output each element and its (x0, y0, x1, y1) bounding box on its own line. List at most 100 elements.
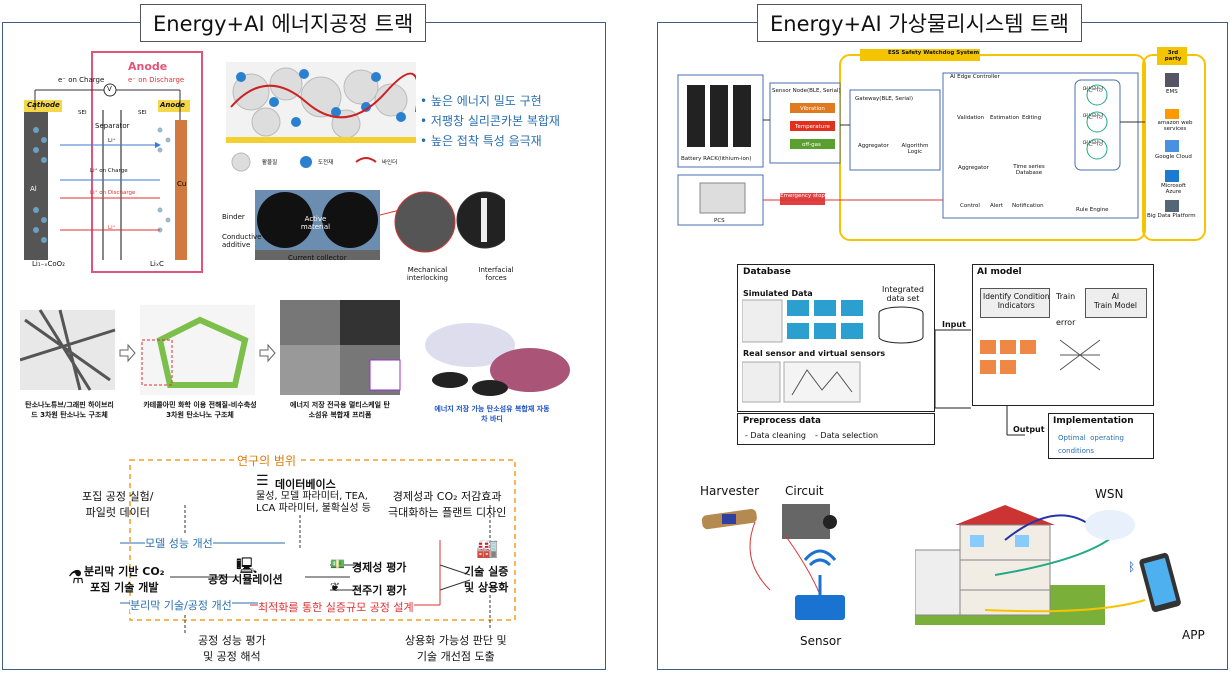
editing-label: Editing (1022, 115, 1042, 121)
process-images (20, 300, 570, 396)
simulation-label: 공정 시뮬레이션 (208, 573, 283, 586)
database-label: 데이터베이스 (275, 478, 336, 491)
membrane-improve-label: 분리막 기술/공정 개선 (130, 597, 232, 613)
interfacial-label: Interfacial forces (478, 266, 514, 282)
money-icon: 💵 (330, 557, 345, 571)
ess-watchdog-diagram (677, 47, 1206, 241)
identify-label: Identify Condition Indicators (983, 292, 1050, 310)
real-sensors-label: Real sensor and virtual sensors (743, 349, 886, 358)
sei-left-label: SEI (78, 110, 87, 116)
real-sensor-image (742, 361, 861, 403)
economy-design-label: 경제성과 CO₂ 저감효과 극대화하는 플랜트 디자인 (388, 490, 507, 519)
ess-system-label: ESS Safety Watchdog System (888, 50, 980, 56)
pcs-label: PCS (714, 218, 725, 224)
train-label: Train (1056, 292, 1076, 301)
preprocess-title: Preprocess data (743, 416, 821, 426)
tech-dev-label: 분리막 기반 CO₂ 포집 기술 개발 (84, 565, 165, 594)
implementation-title: Implementation (1053, 416, 1134, 426)
third-party-label: 3rd party (1164, 50, 1182, 62)
aggregator2-label: Aggregator (958, 165, 989, 171)
cathode-label: Cathode (27, 101, 60, 109)
lixc-label: LiₓC (150, 260, 164, 268)
feasibility-label: 상용화 가능성 판단 및 기술 개선점 도출 (405, 634, 507, 663)
ai-model-box (972, 264, 1154, 406)
e-charge-label: e⁻ on Charge (58, 76, 105, 84)
lca-eval-label: 전주기 평가 (352, 584, 407, 597)
pilot-data-label: 포집 공정 실험/ 파일럿 데이터 (82, 490, 154, 519)
app-label: APP (1182, 628, 1205, 642)
control-label: Control (960, 203, 980, 209)
cathode-particles (33, 127, 47, 243)
al-label: Al (30, 185, 37, 193)
commercial-label: 기술 실증 및 상용화 (464, 565, 509, 594)
step-3-label: 에너지 저장 전극용 멀티스케일 탄소섬유 복합재 프리폼 (290, 401, 390, 419)
carbon-fiber-preform-image (280, 300, 401, 395)
eco-eval-label: 경제성 평가 (352, 561, 407, 574)
step-1-label: 탄소나노튜브/그래핀 하이브리드 3차원 탄소나노 구조체 (25, 401, 114, 419)
cathode-plate (24, 110, 48, 260)
car-body-image (425, 323, 570, 396)
binder-label: Binder (222, 213, 245, 221)
sensor-node-label: Sensor Node(BLE, Serial) (772, 88, 841, 94)
li-bottom-label: Li⁺ (108, 225, 116, 231)
emergency-label: Emergency stop (780, 193, 825, 199)
output-label: Output (1013, 425, 1045, 434)
optimize-label: 최적화를 통한 실증규모 공정 설계 (258, 599, 414, 615)
estimation-label: Estimation (990, 115, 1020, 121)
mechanical-label: Mechanical interlocking (406, 266, 449, 282)
composite-bullet-1: • 높은 에너지 밀도 구현 (420, 94, 542, 108)
model-improve-label: 모델 성능 개선 (145, 535, 213, 551)
step-2-label: 카테콜아민 화학 이용 전해질-비수축성 3차원 탄소나노 구조체 (143, 401, 257, 419)
right-panel-title: Energy+AI 가상물리시스템 트랙 (757, 4, 1082, 42)
database-icon: ☰ (256, 473, 269, 489)
sensor-label: Sensor (800, 634, 842, 648)
leaf-icon: ❦ (330, 580, 341, 594)
error-label: error (1056, 318, 1076, 327)
e-discharge-label: e⁻ on Discharge (128, 76, 185, 84)
current-collector-label: Current collector (288, 254, 347, 262)
conductive-label: Conductive additive (222, 233, 262, 249)
li-discharge-label: Li⁺ on Discharge (90, 190, 136, 196)
separator-label: Separator (95, 122, 130, 130)
anode-label: Anode (160, 101, 185, 109)
battery-schematic (24, 51, 203, 273)
alert-label: Alert (990, 203, 1004, 209)
party-google: Google Cloud (1155, 154, 1192, 160)
vibration-label: Vibration (800, 106, 825, 112)
implementation-box (1048, 413, 1154, 459)
licoo2-label: Li₁₋ₓCoO₂ (32, 260, 65, 268)
ai-train-label: AI Train Model (1094, 292, 1137, 310)
temperature-label: Temperature (795, 124, 830, 130)
cleaning-label: - Data cleaning (745, 431, 806, 440)
preprocess-box (737, 413, 935, 445)
anode-plate (175, 120, 187, 260)
optimal-label: Optimal operating conditions (1058, 434, 1124, 455)
validation-label: Validation (957, 115, 985, 121)
database-detail: 물성, 모델 파라미터, TEA, LCA 파라미터, 불확실성 등 (256, 491, 371, 514)
scope-label: 연구의 범위 (234, 452, 300, 469)
composite-bullet-2: • 저팽창 실리콘카본 복합재 (420, 114, 560, 128)
performance-label: 공정 성능 평가 및 공정 해석 (198, 634, 266, 663)
algorithm-label: Algorithm Logic (901, 143, 929, 155)
harvester-label: Harvester (700, 484, 760, 498)
ai-train-box (1085, 288, 1147, 318)
gateway-label: Gateway(BLE, Serial) (855, 96, 913, 102)
composite-bullet-3: • 높은 접착 특성 음극재 (420, 134, 542, 148)
party-azure: Microsoft Azure (1160, 183, 1187, 195)
anode-box-label: Anode (128, 60, 168, 73)
notification-label: Notification (1012, 203, 1044, 209)
anode-label-bg (158, 100, 190, 112)
cathode-label-bg (24, 100, 62, 112)
battery-rack-label: Battery RACK(lithium-ion) (681, 156, 752, 162)
bullet-text-2: 저팽창 실리콘카본 복합재 (430, 114, 560, 128)
smart-house-image (915, 505, 1181, 625)
cu-label: Cu (177, 180, 187, 188)
bullet-text-1: 높은 에너지 밀도 구현 (430, 94, 542, 108)
step-4-label: 에너지 저장 가능 탄소섬유 복합재 자동차 바디 (434, 405, 550, 423)
computer-icon: 🖳 (236, 556, 258, 575)
rule-engine-label: Rule Engine (1076, 207, 1109, 213)
party-aws: amazon web services (1157, 120, 1193, 132)
simulated-plots (742, 299, 863, 343)
silicon-carbon-composite-image (226, 62, 416, 172)
ml-database-title: Database (743, 267, 791, 277)
